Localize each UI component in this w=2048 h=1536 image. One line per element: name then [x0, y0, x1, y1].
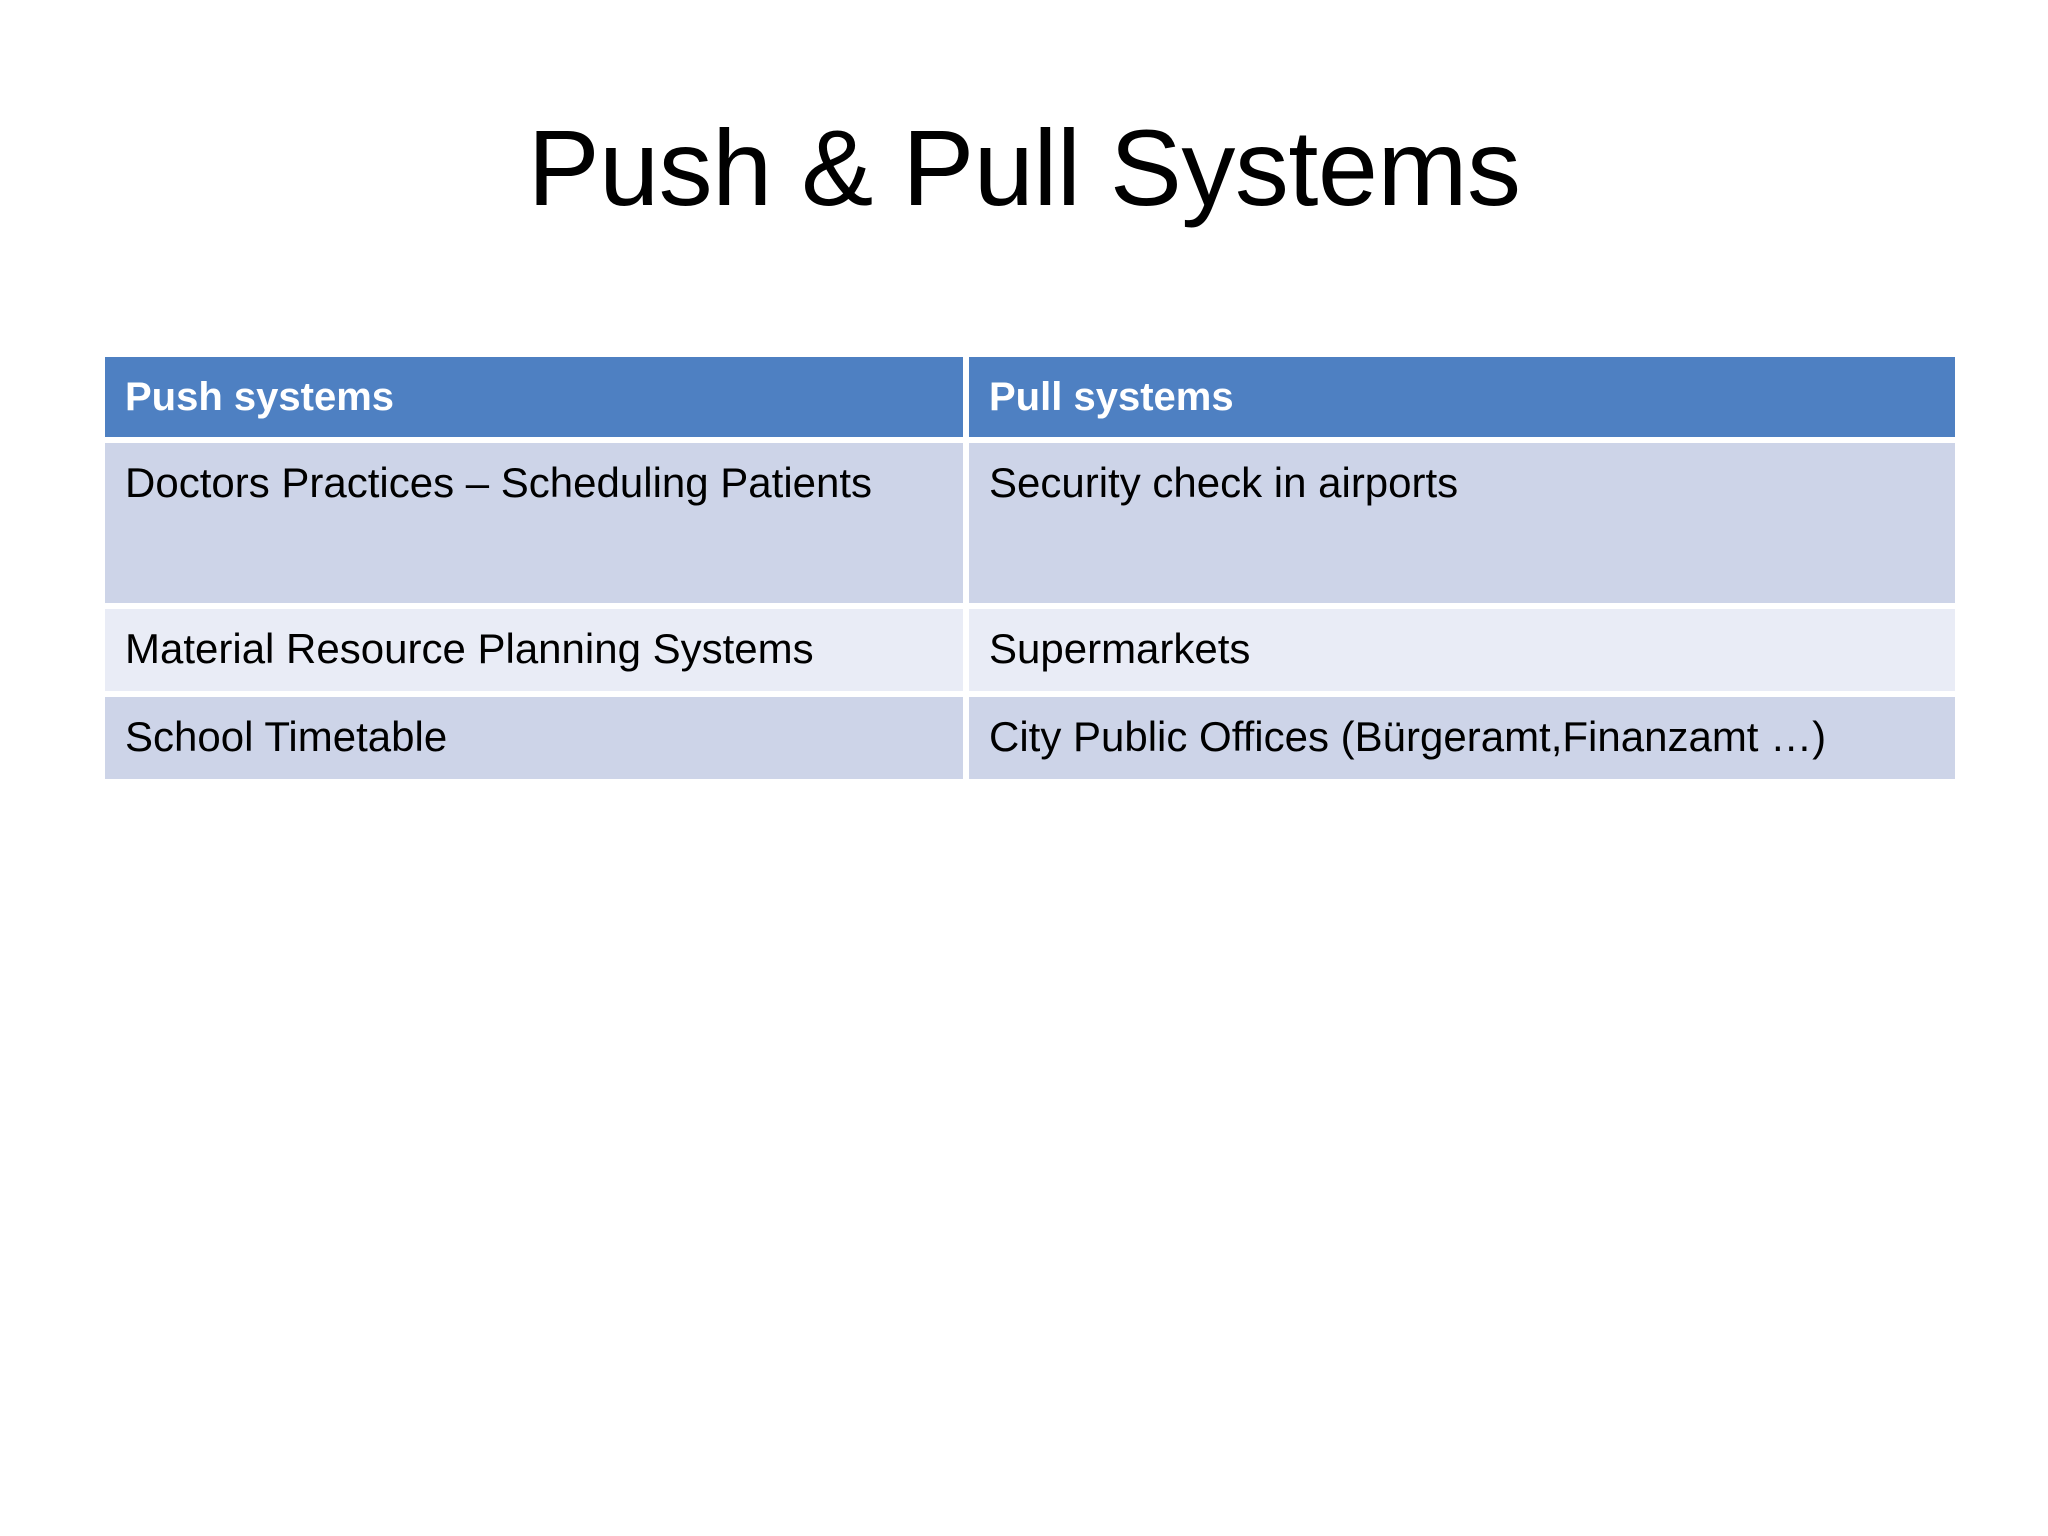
- cell-push-1: Material Resource Planning Systems: [105, 609, 963, 691]
- table-header: Push systems Pull systems: [105, 357, 1955, 437]
- cell-text-push-2: School Timetable: [125, 713, 448, 760]
- cell-text-pull-2: City Public Offices (Bürgeramt,Finanzamt…: [989, 713, 1827, 760]
- cell-push-0: Doctors Practices – Scheduling Patients: [105, 443, 963, 603]
- cell-text-push-0: Doctors Practices – Scheduling Patients: [125, 459, 873, 506]
- table-header-row: Push systems Pull systems: [105, 357, 1955, 437]
- table-row: School Timetable City Public Offices (Bü…: [105, 697, 1955, 779]
- page-title: Push & Pull Systems: [527, 107, 1521, 228]
- cell-pull-1: Supermarkets: [969, 609, 1955, 691]
- column-header-push-systems: Push systems: [105, 357, 963, 437]
- table-body: Doctors Practices – Scheduling Patients …: [105, 443, 1955, 779]
- table-row: Doctors Practices – Scheduling Patients …: [105, 443, 1955, 603]
- push-pull-table-container: Push systems Pull systems Doctors Practi…: [105, 357, 1961, 779]
- cell-pull-2: City Public Offices (Bürgeramt,Finanzamt…: [969, 697, 1955, 779]
- cell-push-2: School Timetable: [105, 697, 963, 779]
- cell-text-pull-1: Supermarkets: [989, 625, 1251, 672]
- column-header-pull-systems: Pull systems: [969, 357, 1955, 437]
- push-pull-table: Push systems Pull systems Doctors Practi…: [99, 351, 1961, 785]
- cell-pull-0: Security check in airports: [969, 443, 1955, 603]
- cell-text-push-1: Material Resource Planning Systems: [125, 625, 814, 672]
- table-row: Material Resource Planning Systems Super…: [105, 609, 1955, 691]
- cell-text-pull-0: Security check in airports: [989, 459, 1459, 506]
